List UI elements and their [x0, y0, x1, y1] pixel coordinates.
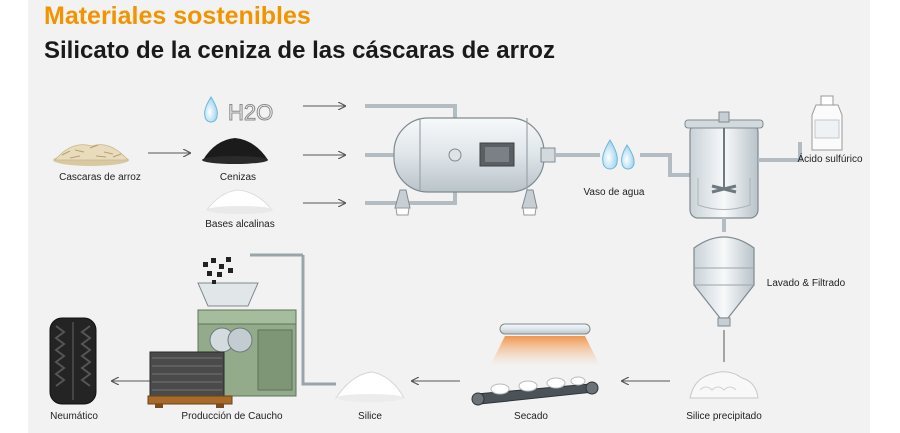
label-secado: Secado	[514, 411, 548, 422]
label-cenizas: Cenizas	[219, 172, 257, 183]
ash-pile-icon	[202, 138, 268, 164]
alkaline-powder-icon	[206, 189, 273, 214]
acid-bottle-icon	[811, 95, 843, 151]
label-produccion: Producción de Caucho	[181, 411, 283, 422]
dryer-heater	[490, 323, 600, 366]
tire-icon	[49, 317, 97, 405]
conveyor-belt	[471, 376, 599, 406]
page-title: Materiales sostenibles	[44, 2, 311, 30]
mixing-tank	[684, 111, 764, 219]
silica-powder-icon	[335, 371, 405, 402]
label-cascaras: Cascaras de arroz	[59, 172, 141, 183]
pipe-acid-tank	[758, 142, 802, 162]
label-silice: Silice	[358, 411, 382, 422]
filter-vessel	[693, 236, 755, 327]
water-glass-icon	[602, 139, 635, 170]
page-subtitle: Silicato de la ceniza de las cáscaras de…	[44, 37, 555, 64]
pipe-water-tank	[640, 153, 695, 177]
label-vaso: Vaso de agua	[583, 187, 645, 198]
label-bases: Bases alcalinas	[205, 219, 275, 230]
water-drop-icon	[204, 96, 218, 123]
rubber-production-machine	[147, 257, 297, 408]
h2o-formula: H2O	[228, 100, 273, 125]
input-arrows	[148, 106, 345, 203]
label-neumatico: Neumático	[50, 411, 98, 422]
silica-feed-pipe	[301, 255, 336, 386]
rice-husk-icon	[53, 144, 129, 166]
horizontal-reactor	[393, 117, 556, 216]
precipitated-silica-icon	[689, 371, 759, 399]
label-lavado: Lavado & Filtrado	[766, 278, 846, 289]
label-acido: Ácido sulfúrico	[797, 154, 863, 165]
label-silice-precipitado: Silice precipitado	[686, 411, 762, 422]
